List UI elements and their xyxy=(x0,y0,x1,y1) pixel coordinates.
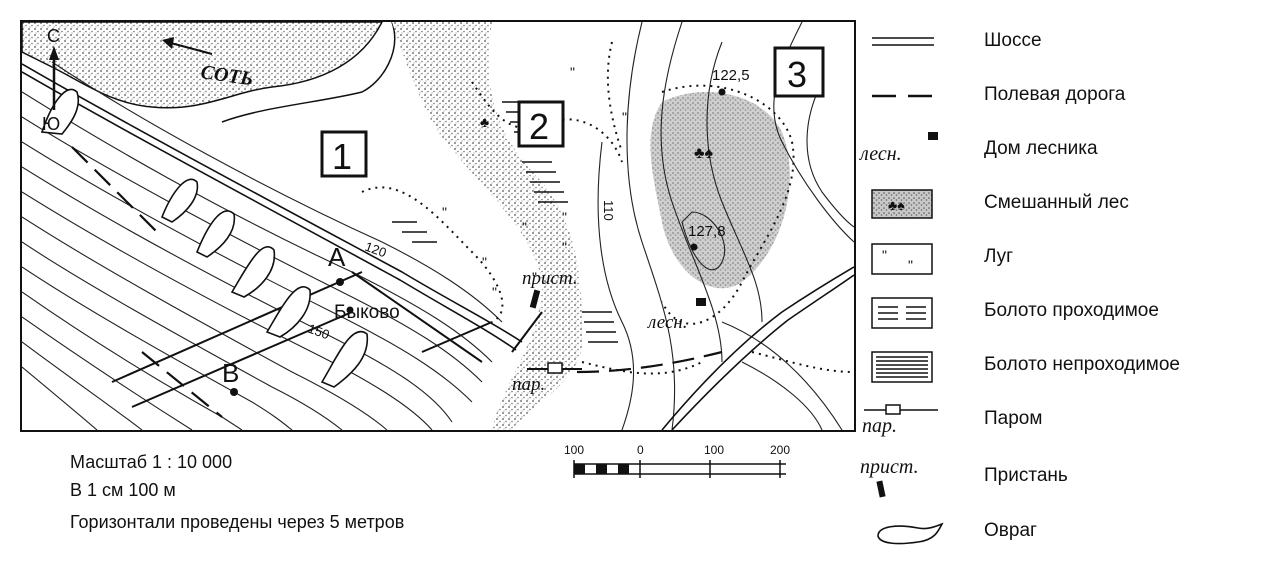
forest-tree-icon: ♣♠ xyxy=(694,145,714,162)
svg-text:": " xyxy=(492,284,497,300)
svg-text:прист.: прист. xyxy=(860,456,919,478)
map-canvas: " " " " " " " " " С Ю xyxy=(22,22,854,430)
svg-text:лесн.: лесн. xyxy=(859,143,902,165)
legend-label: Луг xyxy=(984,246,1014,267)
svg-text:": " xyxy=(482,254,487,270)
svg-text:пар.: пар. xyxy=(512,374,545,395)
legend-item-forester-house: лесн. Дом лесника xyxy=(858,128,1268,174)
tree-icon: ♣♠ xyxy=(888,197,905,213)
svg-text:": " xyxy=(622,109,627,125)
box-3: 3 xyxy=(773,46,825,98)
legend-label: Пристань xyxy=(984,465,1068,486)
scale-ratio: Масштаб 1 : 10 000 xyxy=(70,452,233,472)
svg-text:": " xyxy=(522,219,527,235)
highway xyxy=(22,63,523,351)
north-label: С xyxy=(47,26,60,46)
svg-text:": " xyxy=(532,269,537,285)
contour-label-150: 150 xyxy=(306,321,332,343)
svg-text:": " xyxy=(570,64,575,80)
legend-item-mixed-forest: ♣♠ Смешанный лес xyxy=(858,182,1268,228)
scale-per-cm: В 1 см 100 м xyxy=(70,480,176,500)
svg-text:": " xyxy=(562,209,567,225)
scale-contours: Горизонтали проведены через 5 метров xyxy=(70,512,405,532)
svg-text:127,8: 127,8 xyxy=(688,223,726,240)
legend-item-swamp-passable: Болото проходимое xyxy=(858,290,1268,336)
river-area xyxy=(22,22,383,109)
point-b: B xyxy=(222,358,239,396)
point-a: A xyxy=(328,242,346,286)
svg-text:лесн.: лесн. xyxy=(647,312,688,333)
swamp-passable-symbol xyxy=(871,297,933,329)
compass: С Ю xyxy=(42,26,60,134)
contour-label-110: 110 xyxy=(601,200,616,221)
svg-text:": " xyxy=(908,257,913,273)
svg-text:пар.: пар. xyxy=(862,415,897,437)
ferry-symbol: пар. xyxy=(862,404,938,437)
forest-hill xyxy=(650,92,790,289)
legend-label: Болото непроходимое xyxy=(984,354,1181,375)
box-1: 1 xyxy=(320,130,368,178)
highway-symbol xyxy=(872,37,934,46)
ravines xyxy=(40,88,369,388)
topographic-map: " " " " " " " " " С Ю xyxy=(20,20,856,432)
meadow-symbol: " " xyxy=(871,243,933,275)
spot-height-1: 122,5 xyxy=(712,67,750,96)
ravine-symbol xyxy=(877,522,944,545)
svg-text:прист.: прист. xyxy=(522,268,578,289)
legend-label: Овраг xyxy=(984,520,1037,541)
legend-label: Смешанный лес xyxy=(984,192,1129,213)
village: Быково xyxy=(334,302,400,323)
field-road-symbol xyxy=(872,94,934,98)
legend-label: Полевая дорога xyxy=(984,84,1126,105)
svg-text:Быково: Быково xyxy=(334,302,400,323)
contours-west xyxy=(22,61,503,430)
scale-tick-label: 200 xyxy=(770,443,790,457)
mixed-forest-symbol: ♣♠ xyxy=(871,189,933,219)
spot-height-2: 127,8 xyxy=(688,223,726,251)
scale-tick-label: 100 xyxy=(704,443,724,457)
legend-label: Болото проходимое xyxy=(984,300,1159,321)
box-2: 2 xyxy=(517,100,565,148)
scale-tick-label: 100 xyxy=(564,443,584,457)
vegetation-boundaries xyxy=(361,41,854,375)
scale-bar: 100 0 100 200 xyxy=(564,443,790,478)
svg-text:B: B xyxy=(222,358,239,388)
railway xyxy=(661,266,854,430)
legend-item-field-road: Полевая дорога xyxy=(858,74,1268,120)
svg-text:1: 1 xyxy=(332,136,352,177)
ferry: пар. xyxy=(512,362,582,395)
legend-label: Паром xyxy=(984,408,1043,429)
forest-tree-icon-small: ♣ xyxy=(480,114,489,130)
svg-text:2: 2 xyxy=(529,106,549,147)
svg-text:": " xyxy=(562,239,567,255)
meadow-marks: " " " " " " " " " xyxy=(442,64,627,300)
legend-item-meadow: " " Луг xyxy=(858,236,1268,282)
swamp-impassable-symbol xyxy=(871,351,933,383)
legend-item-swamp-impassable: Болото непроходимое xyxy=(858,344,1268,390)
pier: прист. xyxy=(522,268,578,309)
forester-house: лесн. xyxy=(647,298,706,333)
contour-label-120: 120 xyxy=(363,239,389,261)
svg-text:3: 3 xyxy=(787,54,807,95)
legend-label: Дом лесника xyxy=(984,138,1098,159)
legend-label: Шоссе xyxy=(984,30,1042,51)
legend-item-ferry: пар. Паром xyxy=(858,398,1268,444)
pier-symbol: прист. xyxy=(860,456,919,498)
field-roads xyxy=(71,146,723,418)
legend-item-highway: Шоссе xyxy=(858,20,1268,66)
svg-text:": " xyxy=(882,247,887,263)
south-label: Ю xyxy=(42,114,60,134)
svg-text:": " xyxy=(442,204,447,220)
svg-text:A: A xyxy=(328,242,346,272)
river-bank xyxy=(221,22,396,123)
scale-tick-label: 0 xyxy=(637,443,644,457)
svg-text:122,5: 122,5 xyxy=(712,67,750,84)
forest-band xyxy=(392,22,582,430)
roads-solid xyxy=(111,271,543,408)
legend-item-ravine: Овраг xyxy=(858,510,1268,556)
forester-house-symbol: лесн. xyxy=(859,132,938,165)
legend-item-pier: прист. Пристань xyxy=(858,455,1268,501)
